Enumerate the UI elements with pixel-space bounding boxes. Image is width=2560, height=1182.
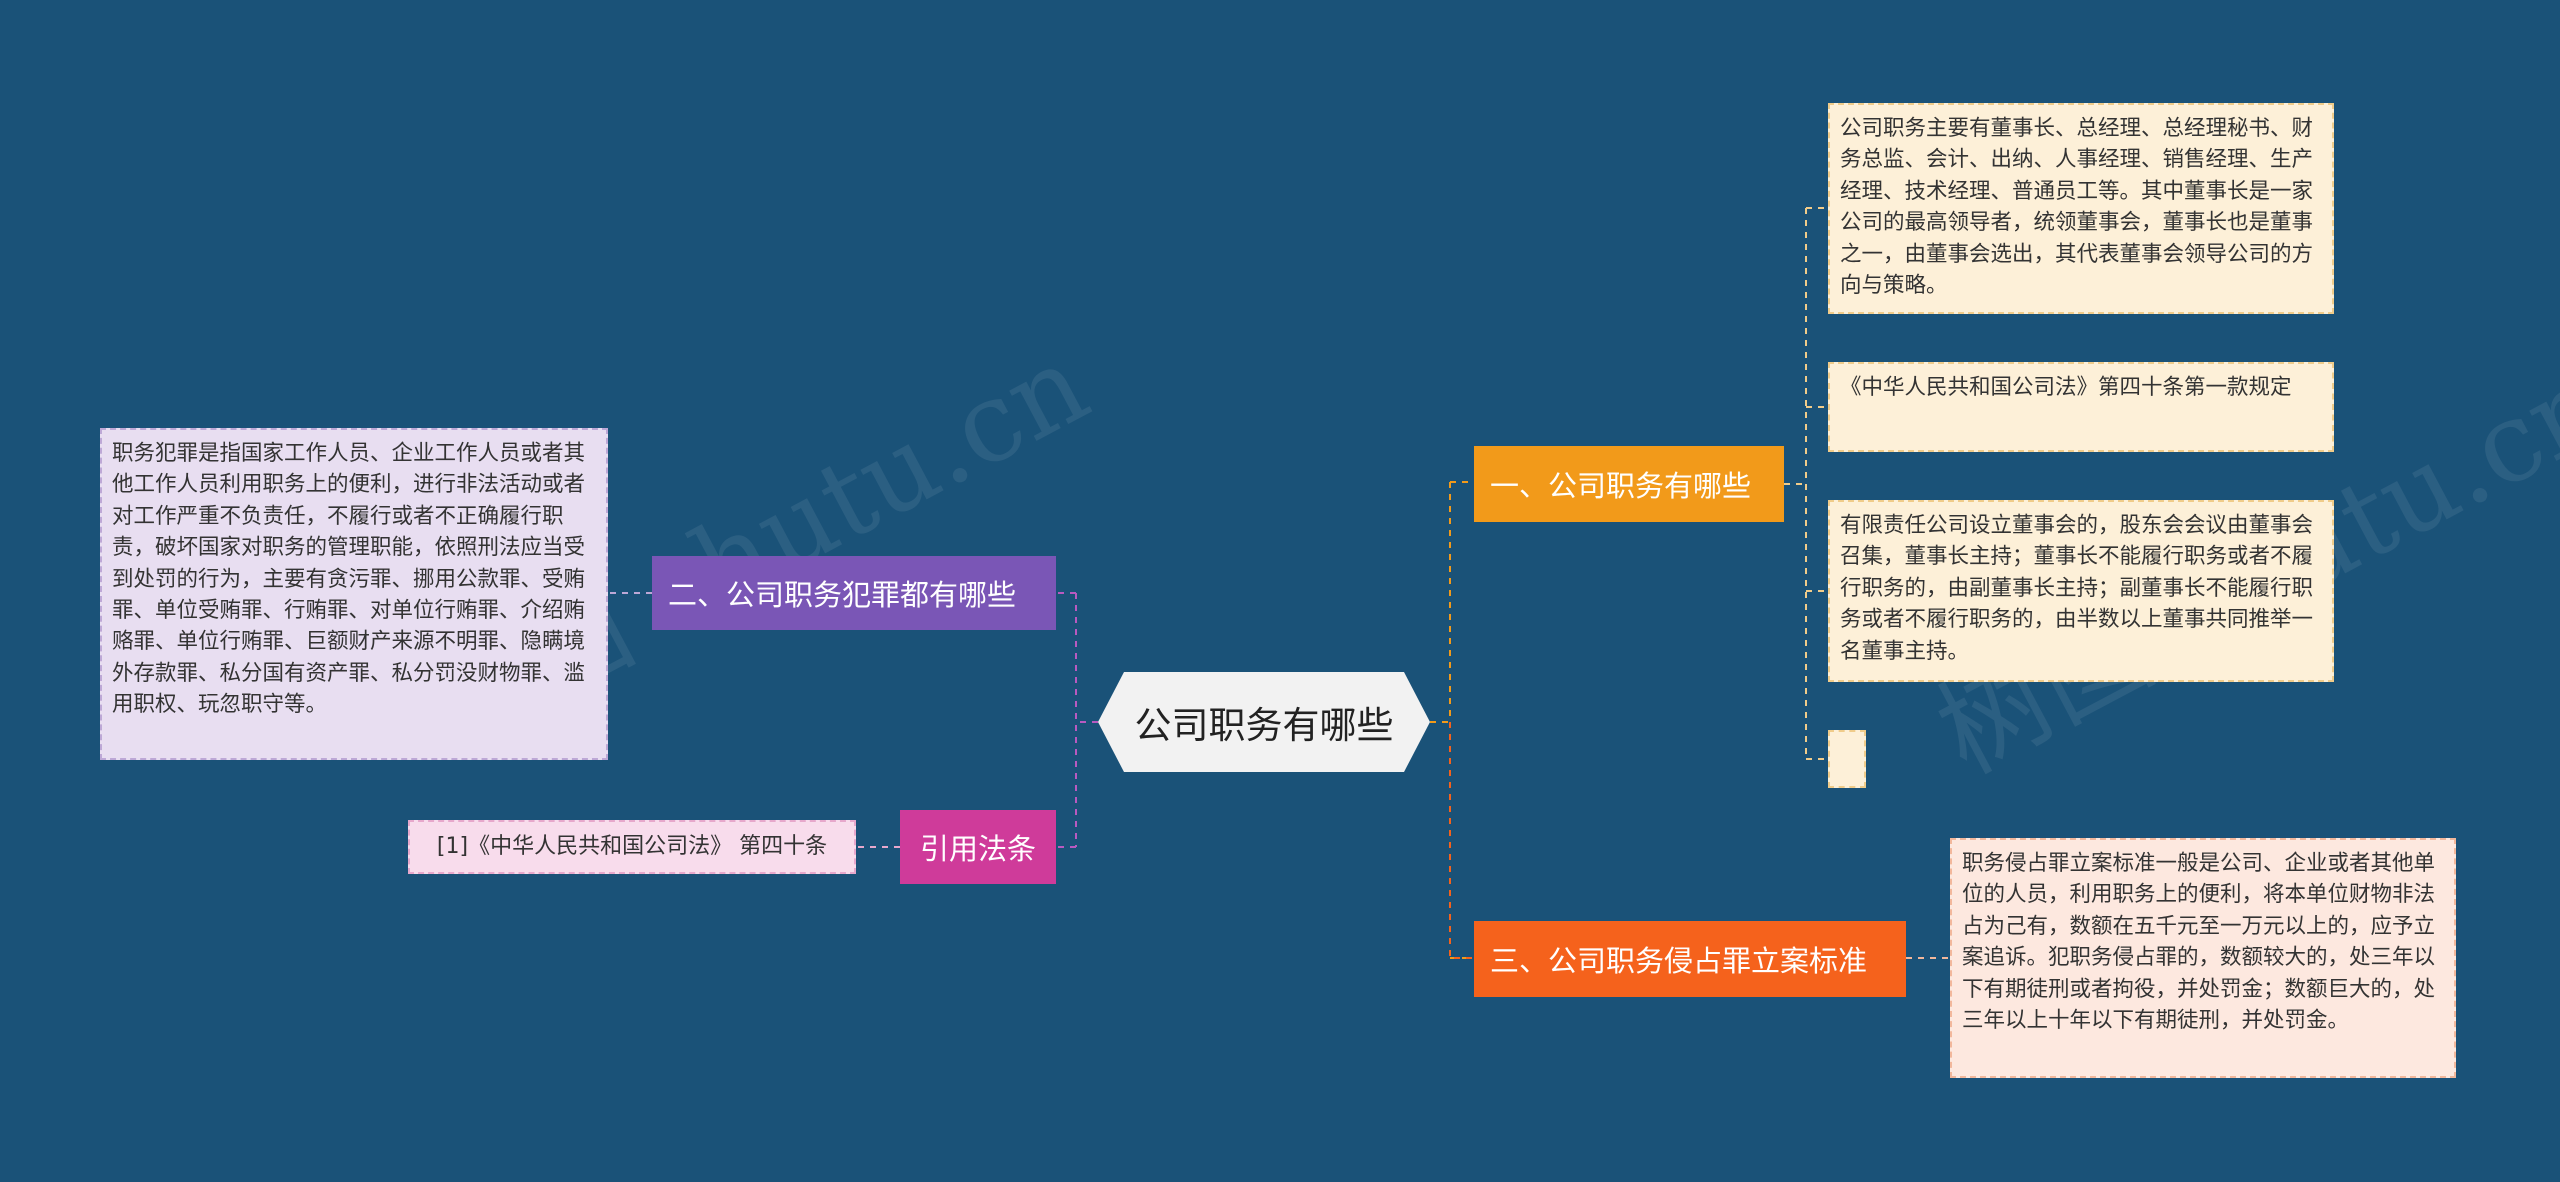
note-empty[interactable] <box>1828 730 1866 788</box>
edge-center-t3 <box>1449 722 1474 959</box>
topic-job-crimes[interactable]: 二、公司职务犯罪都有哪些 <box>652 556 1056 630</box>
edge-center-left <box>1056 592 1098 848</box>
central-topic[interactable]: 公司职务有哪些 <box>1098 672 1430 772</box>
note-board-meeting[interactable]: 有限责任公司设立董事会的，股东会会议由董事会召集，董事长主持；董事长不能履行职务… <box>1828 500 2334 682</box>
edge-t1-notes <box>1784 207 1828 760</box>
topic-company-positions[interactable]: 一、公司职务有哪些 <box>1474 446 1784 522</box>
note-positions-detail[interactable]: 公司职务主要有董事长、总经理、总经理秘书、财务总监、会计、出纳、人事经理、销售经… <box>1828 103 2334 314</box>
note-embezzlement-detail[interactable]: 职务侵占罪立案标准一般是公司、企业或者其他单位的人员，利用职务上的便利，将本单位… <box>1950 838 2456 1078</box>
note-law-article-40[interactable]: 《中华人民共和国公司法》第四十条第一款规定 <box>1828 362 2334 452</box>
topic-cited-law[interactable]: 引用法条 <box>900 810 1056 884</box>
note-law-citation[interactable]: [1]《中华人民共和国公司法》 第四十条 <box>408 820 856 874</box>
note-job-crimes-detail[interactable]: 职务犯罪是指国家工作人员、企业工作人员或者其他工作人员利用职务上的便利，进行非法… <box>100 428 608 760</box>
edge-center-right <box>1430 481 1474 959</box>
topic-embezzlement-standard[interactable]: 三、公司职务侵占罪立案标准 <box>1474 921 1906 997</box>
